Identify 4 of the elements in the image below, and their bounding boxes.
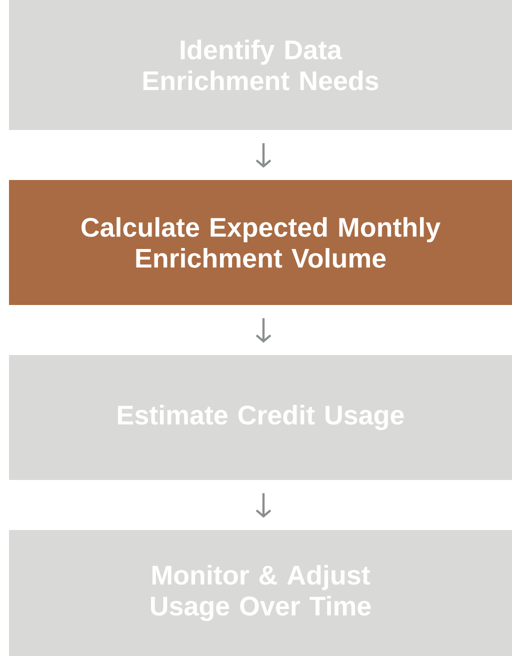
arrow xyxy=(256,318,272,343)
process-box: Calculate Expected Monthly Enrichment Volume xyxy=(9,180,512,305)
arrow xyxy=(256,143,272,168)
arrow xyxy=(256,493,272,518)
